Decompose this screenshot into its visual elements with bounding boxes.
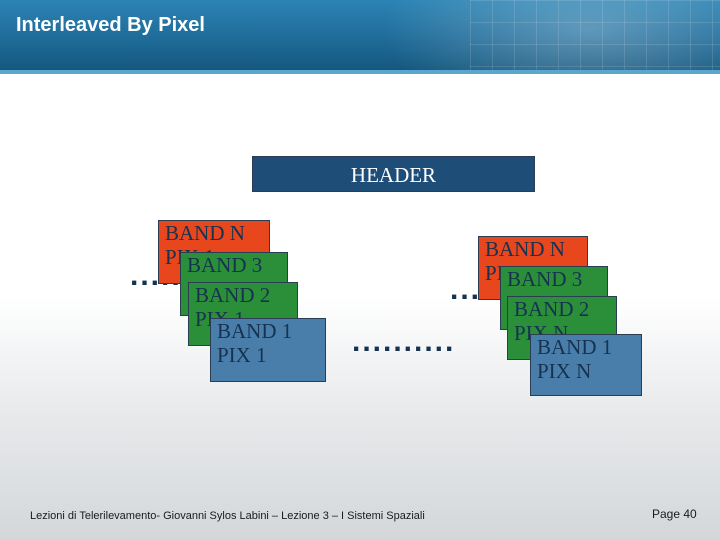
pix-label: PIX 1 (217, 343, 267, 367)
title-bar-underline (0, 70, 720, 74)
left-band-1-block: BAND 1 PIX 1 (210, 318, 326, 382)
header-block: HEADER (252, 156, 535, 192)
pix-label: PIX N (537, 359, 592, 383)
title-bar (0, 0, 720, 70)
band-label: BAND 2 (195, 283, 271, 307)
footer-text: Lezioni di Telerilevamento- Giovanni Syl… (30, 510, 425, 522)
title-bar-glow (380, 0, 720, 70)
title-bar-tiles (470, 0, 720, 70)
band-label: BAND N (485, 237, 565, 261)
band-label: BAND N (165, 221, 245, 245)
right-band-1-block: BAND 1 PIX N (530, 334, 642, 396)
band-label: BAND 1 (537, 335, 613, 359)
page-number: Page 40 (652, 507, 697, 521)
band-label: BAND 3 (507, 267, 583, 291)
band-label: BAND 1 (217, 319, 293, 343)
band-label: BAND 3 (187, 253, 263, 277)
center-dots: .......... (352, 325, 456, 358)
slide-title: Interleaved By Pixel (16, 14, 205, 36)
band-label: BAND 2 (514, 297, 590, 321)
